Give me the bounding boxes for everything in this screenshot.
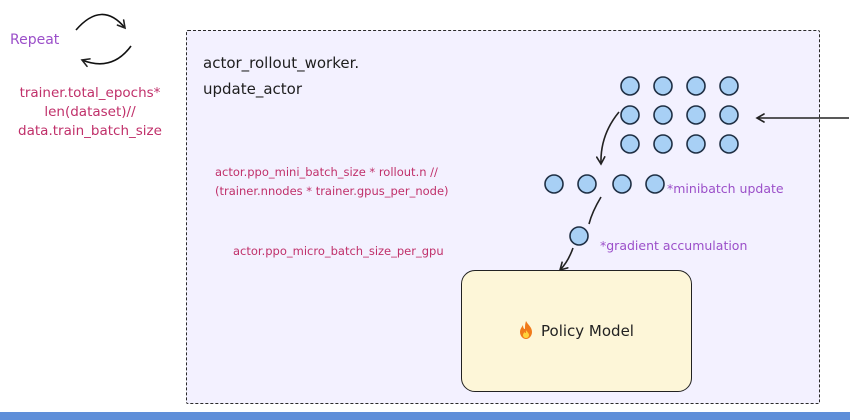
mini-batch-formula-line-2: (trainer.nnodes * trainer.gpus_per_node) — [215, 184, 449, 198]
policy-model-box: Policy Model — [461, 270, 692, 392]
batch-dot — [686, 105, 706, 125]
bottom-bar — [0, 412, 850, 420]
worker-title-line-2: update_actor — [203, 80, 303, 98]
worker-title-line-1: actor_rollout_worker. — [203, 54, 360, 72]
worker-title: actor_rollout_worker. update_actor — [203, 50, 359, 102]
micro-batch-formula: actor.ppo_micro_batch_size_per_gpu — [233, 244, 444, 258]
batch-dot — [620, 134, 640, 154]
batch-dot — [620, 76, 640, 96]
epochs-formula: trainer.total_epochs* len(dataset)// dat… — [0, 84, 180, 141]
batch-dot — [719, 134, 739, 154]
minibatch-dot — [612, 174, 632, 194]
gradient-accumulation-note: *gradient accumulation — [600, 238, 748, 253]
repeat-arrow-bottom — [80, 45, 132, 68]
epochs-formula-line-1: trainer.total_epochs* — [19, 85, 161, 101]
repeat-arrow-top — [75, 13, 127, 31]
batch-dot — [653, 76, 673, 96]
micro-split-arrow — [588, 196, 602, 225]
policy-model-label: Policy Model — [541, 322, 634, 340]
epochs-formula-line-2: len(dataset)// — [44, 104, 136, 120]
mini-batch-formula-line-1: actor.ppo_mini_batch_size * rollout.n // — [215, 165, 438, 179]
minibatch-dot — [577, 174, 597, 194]
batch-dot — [620, 105, 640, 125]
micro-batch-dot — [569, 226, 589, 246]
batch-dot — [719, 76, 739, 96]
repeat-label: Repeat — [10, 32, 60, 48]
minibatch-update-note: *minibatch update — [667, 181, 784, 196]
batch-dot — [686, 134, 706, 154]
minibatch-dot — [645, 174, 665, 194]
batch-dot — [686, 76, 706, 96]
to-model-arrow — [558, 247, 574, 272]
split-arrow — [595, 111, 620, 166]
train-batch-dots — [620, 76, 739, 154]
batch-dot — [719, 105, 739, 125]
fire-icon — [519, 321, 533, 341]
minibatch-dot — [544, 174, 564, 194]
minibatch-dots — [544, 174, 665, 194]
batch-dot — [653, 105, 673, 125]
epochs-formula-line-3: data.train_batch_size — [18, 123, 162, 139]
batch-dot — [653, 134, 673, 154]
mini-batch-formula: actor.ppo_mini_batch_size * rollout.n //… — [215, 163, 449, 201]
